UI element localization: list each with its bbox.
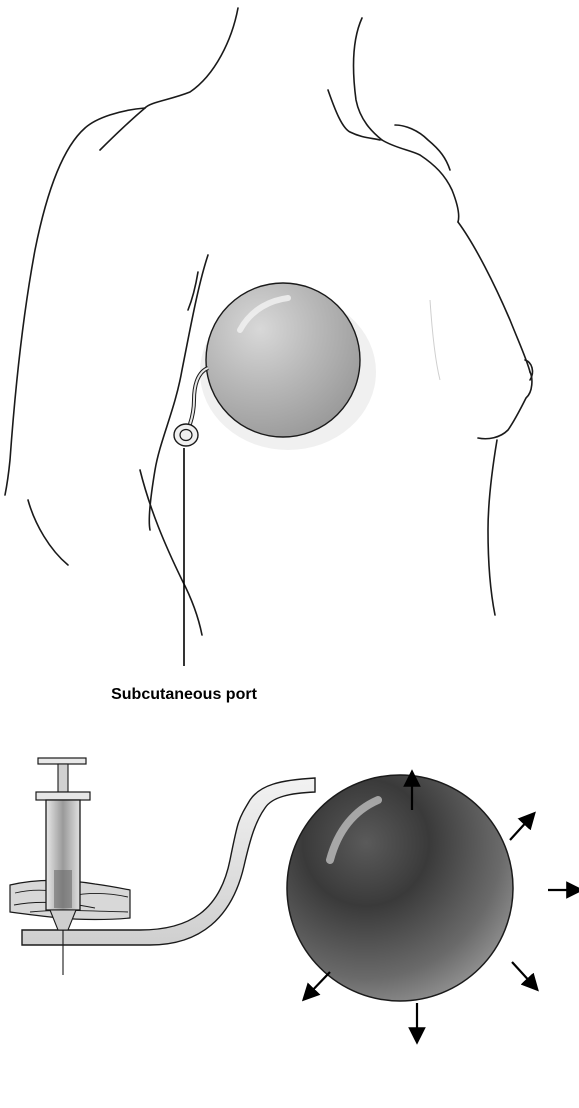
tissue-expander-deflated	[200, 283, 376, 450]
arrow-icon	[308, 972, 330, 995]
arrow-icon	[512, 962, 533, 985]
port-label: Subcutaneous port	[111, 686, 257, 703]
arrow-icon	[510, 818, 530, 840]
tissue-expander-inflated	[287, 775, 513, 1001]
